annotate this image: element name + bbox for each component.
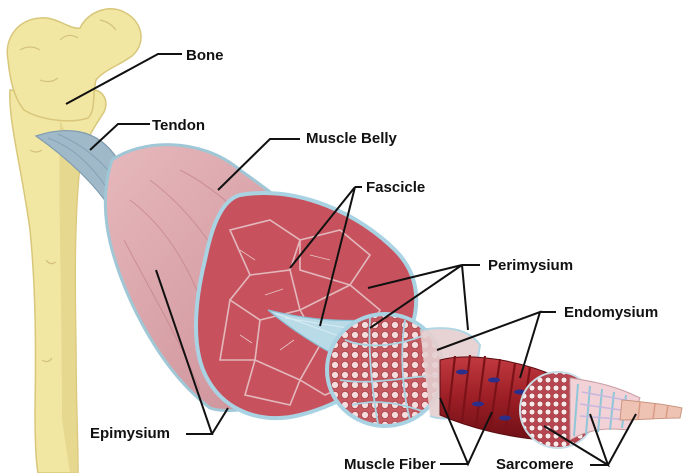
bone-shadow <box>59 120 80 473</box>
muscle-fiber-leader <box>439 397 493 467</box>
bone-leader <box>65 53 182 105</box>
bone-label: Bone <box>186 47 224 64</box>
endomysium-leader <box>436 310 556 379</box>
bone <box>6 8 142 473</box>
sarcomere-label: Sarcomere <box>496 456 574 473</box>
tendon-leader <box>89 123 150 151</box>
endomysium-label: Endomysium <box>564 304 659 321</box>
bone-texture <box>19 19 117 363</box>
leader-lines <box>65 53 637 468</box>
myofibril-bundle <box>519 371 683 449</box>
fascicle-leader <box>289 186 362 327</box>
sarcomere-leader <box>543 413 637 468</box>
epimysium-striations <box>123 169 291 391</box>
perimysium-leader <box>367 264 480 331</box>
perimysium-label: Perimysium <box>488 257 574 274</box>
bone-head <box>6 8 142 122</box>
muscle-fiber-label: Muscle Fiber <box>344 456 436 473</box>
fascicle-label: Fascicle <box>366 179 426 196</box>
epimysium-label: Epimysium <box>90 425 171 442</box>
tendon-label: Tendon <box>152 117 206 134</box>
epimysium-leader <box>155 269 229 435</box>
muscle-belly-label: Muscle Belly <box>306 130 397 147</box>
muscle-belly-leader <box>217 138 300 191</box>
